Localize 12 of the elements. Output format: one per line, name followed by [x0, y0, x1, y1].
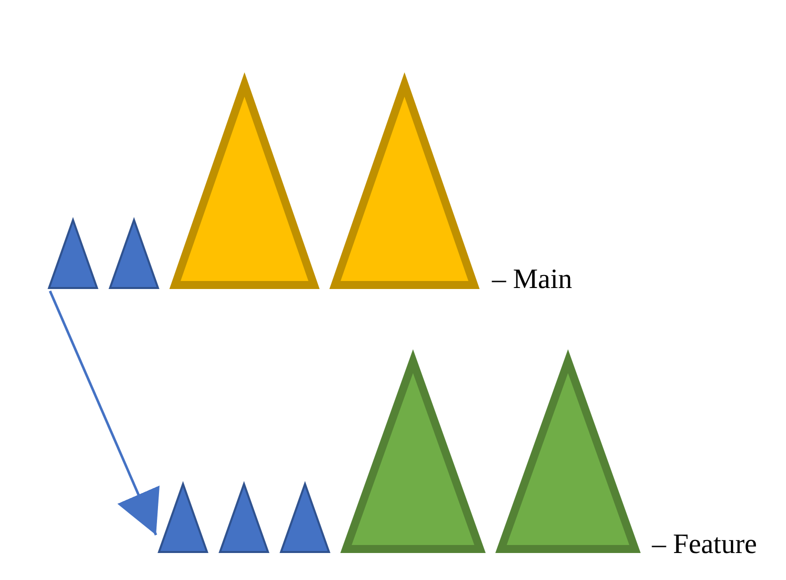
arrow — [48, 290, 160, 536]
small-triangle — [48, 217, 98, 289]
large-triangle — [171, 72, 318, 289]
row-label: – Feature — [652, 529, 757, 561]
large-triangle — [331, 72, 478, 289]
row-label: – Main — [492, 264, 572, 296]
small-triangle — [219, 481, 269, 553]
large-triangle — [497, 349, 639, 553]
small-triangle — [109, 217, 159, 289]
small-triangle — [280, 481, 330, 553]
small-triangle — [158, 481, 208, 553]
large-triangle — [342, 349, 484, 553]
